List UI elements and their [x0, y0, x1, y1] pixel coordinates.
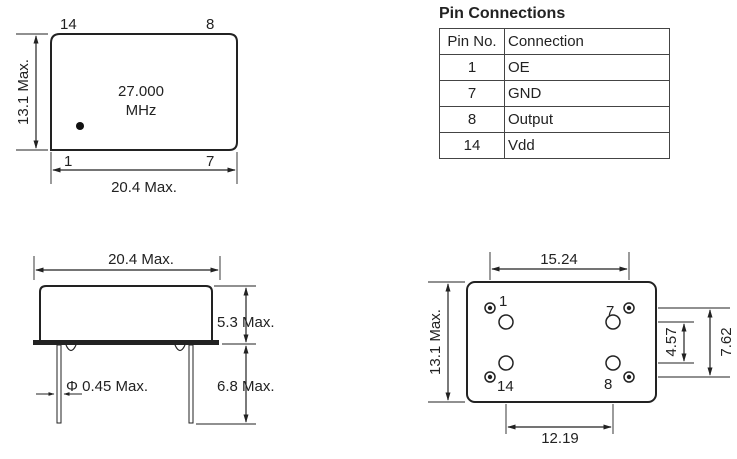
top-view: 14 8 1 7 27.000 MHz 13.1 Max. 20.4 Max. — [15, 16, 238, 196]
table-row: 7 GND — [439, 80, 670, 107]
pin1-marker-dot — [76, 122, 84, 130]
bottom-pin-14 — [484, 355, 514, 383]
bottom-pin-8 — [605, 355, 635, 383]
bottom-pin-1 — [484, 302, 514, 330]
connection-cell: OE — [504, 54, 670, 81]
lead-right — [188, 344, 194, 424]
bottom-view-package-outline — [466, 281, 657, 403]
bottom-pin-label-1: 1 — [499, 293, 507, 310]
pin-table-header-connection: Connection — [504, 28, 670, 55]
bottom-inner-dim-label: 4.57 — [663, 327, 680, 356]
pin-connections-table: Pin No. Connection 1 OE 7 GND 8 Output 1… — [439, 28, 670, 159]
side-body-height-label: 5.3 Max. — [217, 314, 275, 331]
frequency-unit: MHz — [126, 102, 157, 119]
top-pin-label-8: 8 — [206, 16, 214, 33]
bottom-pin-label-14: 14 — [497, 378, 514, 395]
bottom-outer-dim-label: 7.62 — [718, 327, 735, 356]
top-view-package-outline — [50, 33, 238, 151]
pin-number-cell: 14 — [439, 132, 505, 159]
top-pin-label-7: 7 — [206, 153, 214, 170]
pin-number-cell: 1 — [439, 54, 505, 81]
connection-cell: GND — [504, 80, 670, 107]
pin-number-cell: 7 — [439, 80, 505, 107]
table-row: 14 Vdd — [439, 132, 670, 159]
top-width-dim-label: 20.4 Max. — [111, 179, 177, 196]
top-pin-label-1: 1 — [64, 153, 72, 170]
bottom-view: 15.24 12.19 13.1 Max. 4.57 7.62 — [427, 251, 735, 447]
side-view-base-flange — [33, 340, 219, 345]
table-row: 1 OE — [439, 54, 670, 81]
lead-left — [56, 344, 62, 424]
pin-table-header-pin: Pin No. — [439, 28, 505, 55]
pin-table-header-row: Pin No. Connection — [439, 28, 670, 55]
standoff-right — [174, 344, 186, 352]
bottom-pin-7 — [605, 302, 635, 330]
top-pin-label-14: 14 — [60, 16, 77, 33]
bottom-top-dim-label: 15.24 — [540, 251, 578, 268]
bottom-height-dim-label: 13.1 Max. — [427, 309, 444, 375]
connection-cell: Output — [504, 106, 670, 133]
bottom-pin-label-8: 8 — [604, 376, 612, 393]
top-height-dim-label: 13.1 Max. — [15, 59, 32, 125]
frequency-value: 27.000 — [118, 83, 164, 100]
side-view-body — [39, 285, 213, 340]
table-row: 8 Output — [439, 106, 670, 133]
side-width-dim-label: 20.4 Max. — [108, 251, 174, 268]
lead-diameter-label: Φ 0.45 Max. — [66, 378, 148, 395]
connection-cell: Vdd — [504, 132, 670, 159]
bottom-bottom-dim-label: 12.19 — [541, 430, 579, 447]
standoff-left — [65, 344, 77, 352]
side-lead-length-label: 6.8 Max. — [217, 378, 275, 395]
side-view: 20.4 Max. 5.3 Max. 6.8 Max. Φ 0.45 Max. — [33, 251, 275, 425]
bottom-pin-label-7: 7 — [606, 303, 614, 320]
pin-connections-title: Pin Connections — [439, 5, 566, 22]
pin-number-cell: 8 — [439, 106, 505, 133]
